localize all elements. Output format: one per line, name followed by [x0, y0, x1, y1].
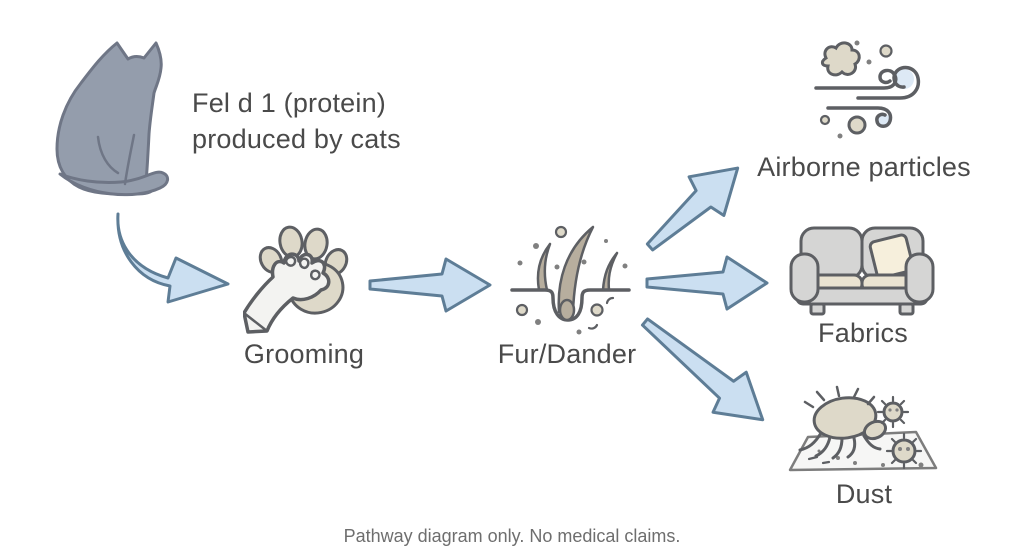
source-label-line2: produced by cats [192, 124, 401, 154]
arrow-fur-to-dust [640, 317, 765, 422]
label-airborne: Airborne particles [757, 152, 971, 182]
label-grooming: Grooming [243, 339, 365, 369]
cat-icon [55, 41, 169, 197]
arrow-cat-to-grooming [116, 212, 230, 304]
cat-tail [58, 170, 169, 197]
dander-blob [820, 41, 861, 77]
arrow-fur-to-airborne [645, 166, 740, 252]
microbe-large [885, 432, 923, 470]
licking-paw [243, 252, 331, 334]
dust-mite-icon [788, 385, 938, 472]
wind-airborne-icon [814, 40, 921, 139]
fur-follicle-icon [510, 225, 631, 335]
grooming-paw-icon [243, 225, 349, 334]
microbe-small [876, 395, 910, 429]
disclaimer-text: Pathway diagram only. No medical claims. [343, 526, 681, 546]
label-fur-dander: Fur/Dander [497, 339, 637, 369]
source-label-line1: Fel d 1 (protein) [192, 88, 386, 118]
arrow-fur-to-fabrics [645, 255, 769, 311]
sofa-icon [789, 226, 935, 316]
label-dust: Dust [835, 479, 893, 509]
arrow-grooming-to-fur [368, 257, 492, 313]
label-fabrics: Fabrics [818, 318, 908, 348]
source-label: Fel d 1 (protein) produced by cats [192, 85, 401, 157]
